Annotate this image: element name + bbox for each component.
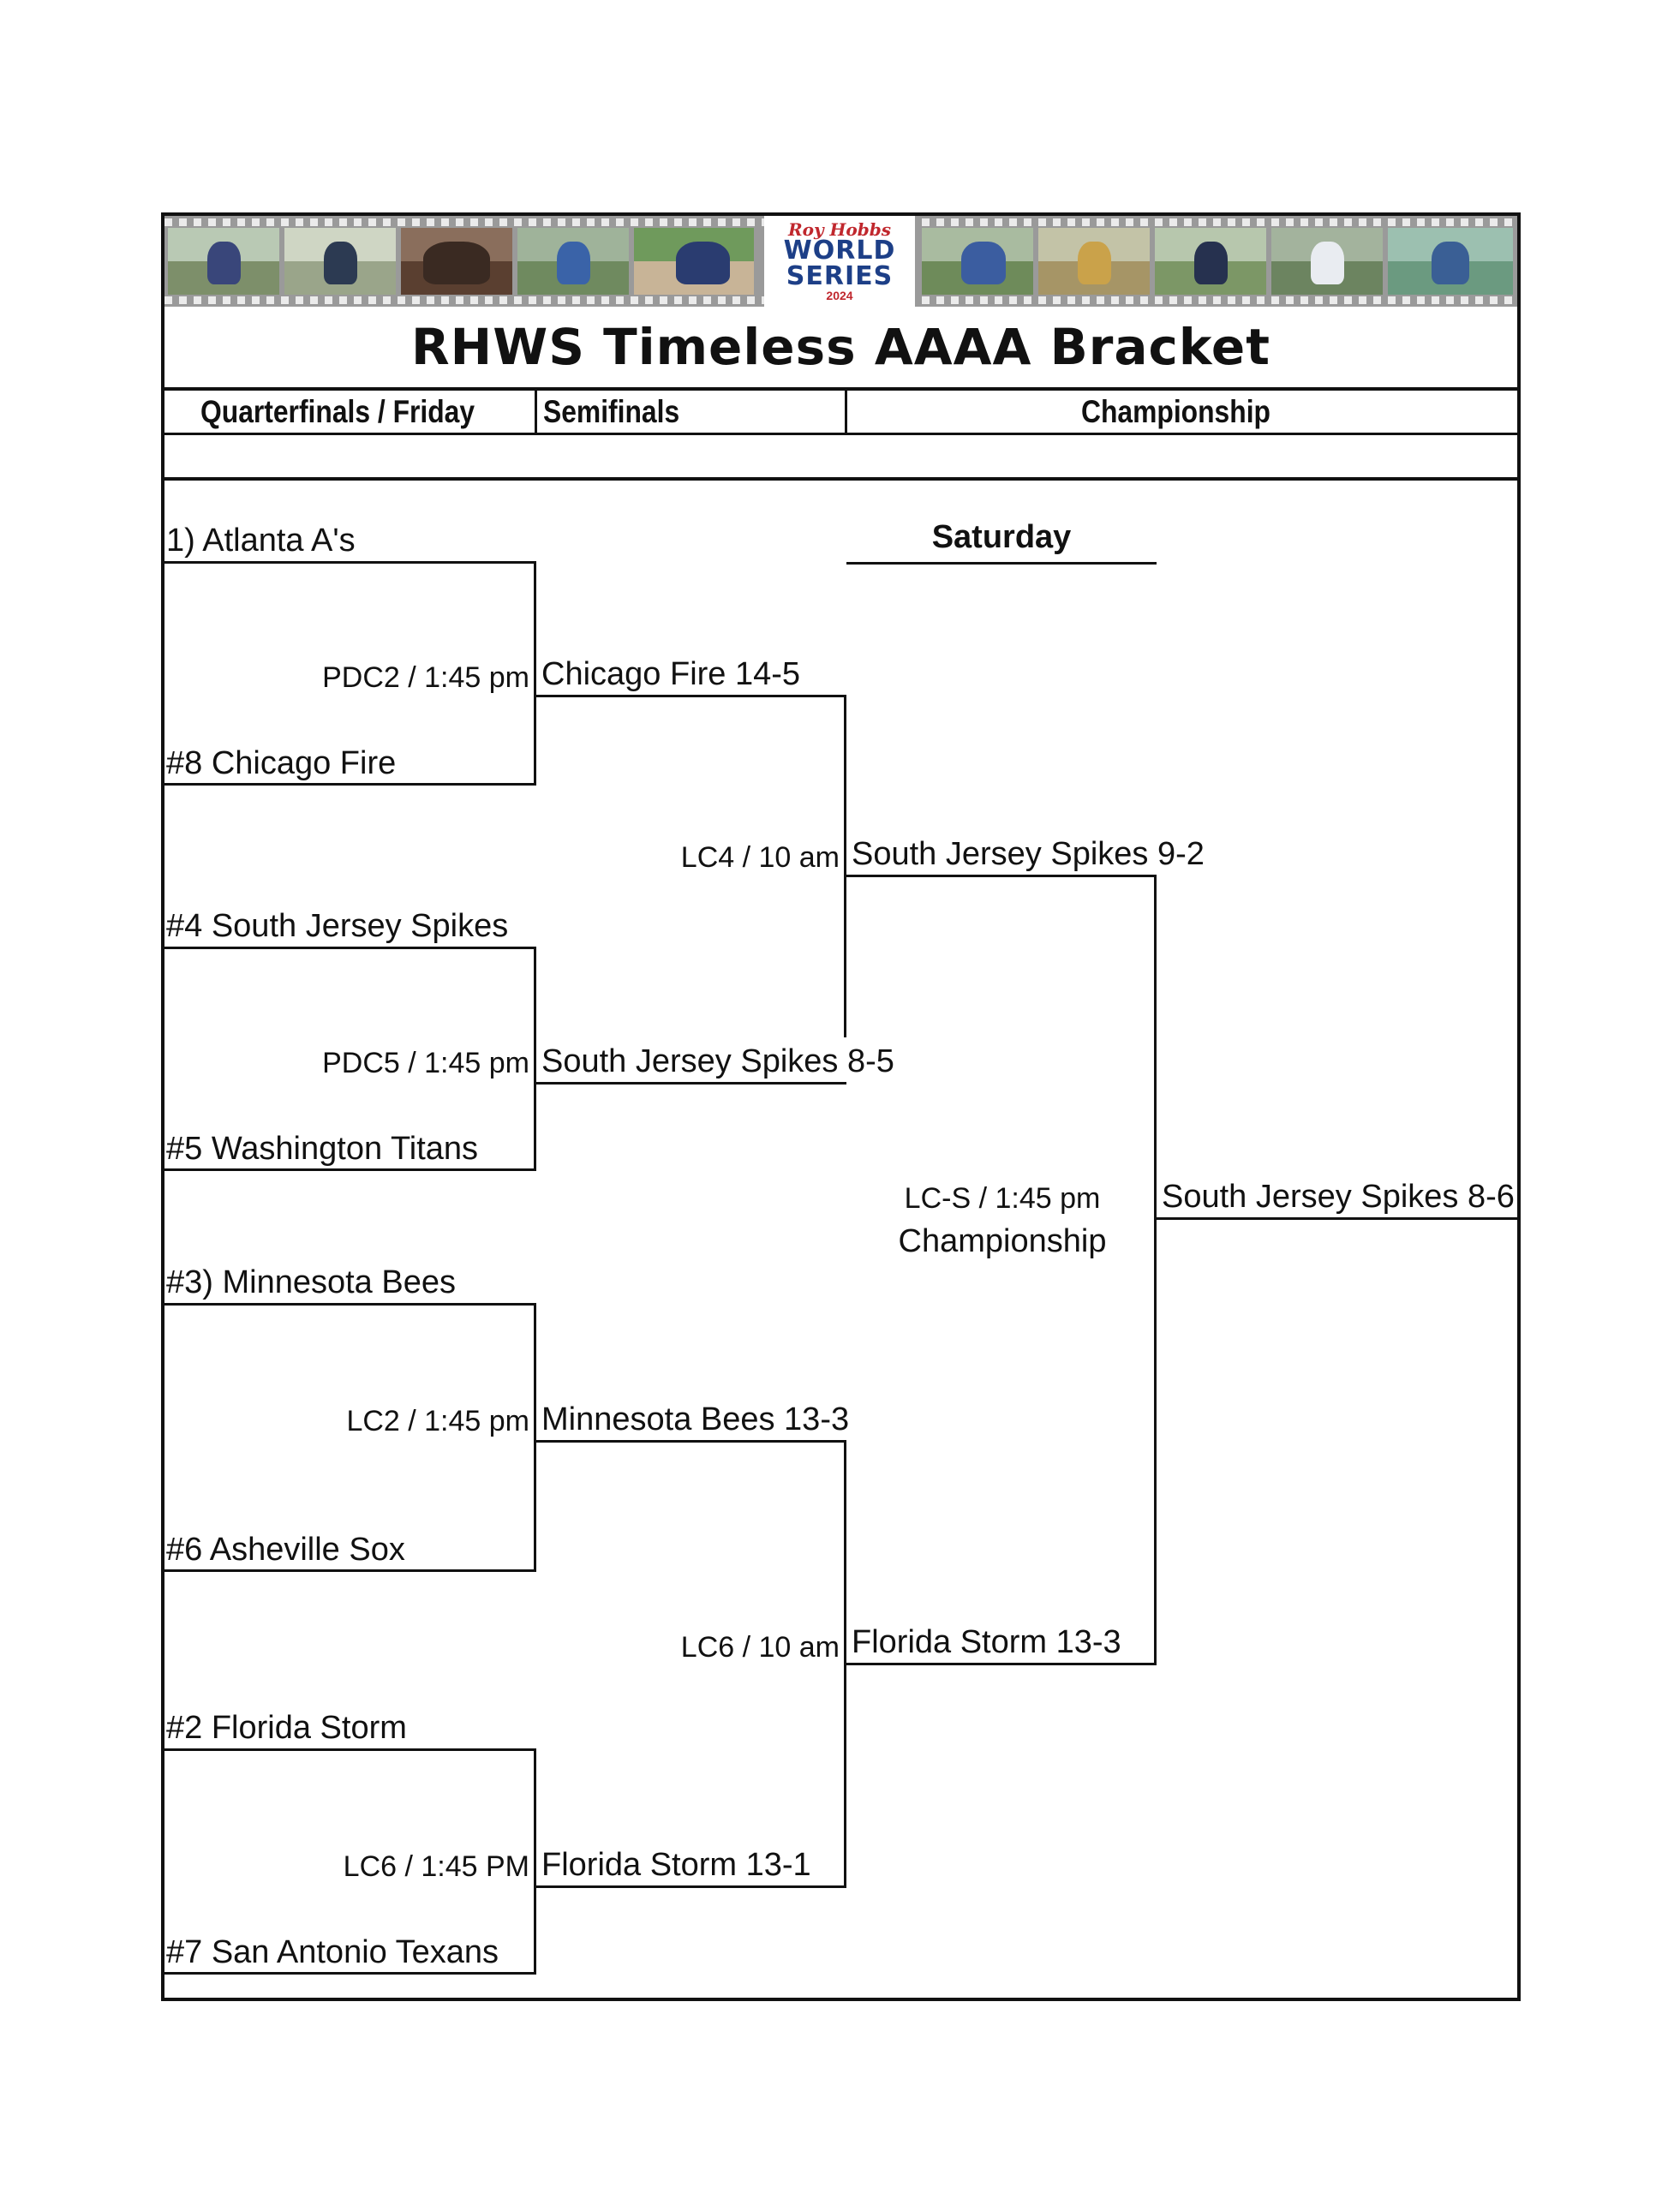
banner-photo-team-celebration (401, 228, 512, 295)
page-title: RHWS Timeless AAAA Bracket (411, 318, 1270, 376)
qf1-connector (534, 561, 536, 786)
qf3-bottom-team: #6 Asheville Sox (166, 1532, 405, 1568)
banner-photo-player-cap (1155, 228, 1266, 295)
qf4-connector (534, 1748, 536, 1975)
banner-photo-infielders (922, 228, 1033, 295)
sf2-top-line (535, 1440, 846, 1443)
header-quarterfinals: Quarterfinals / Friday (200, 394, 475, 429)
qf3-game-info: LC2 / 1:45 pm (346, 1405, 529, 1437)
qf4-bottom-team: #7 San Antonio Texans (166, 1934, 499, 1970)
sf2-bottom-line (535, 1885, 846, 1888)
qf4-top-team: #2 Florida Storm (166, 1710, 407, 1746)
sf2-bottom-winner: Florida Storm 13-1 (541, 1847, 811, 1883)
final-top-line (845, 875, 1157, 877)
qf2-top-team: #4 South Jersey Spikes (166, 908, 509, 944)
qf2-bottom-team: #5 Washington Titans (166, 1131, 479, 1167)
sf1-top-winner: Chicago Fire 14-5 (541, 656, 801, 692)
champion-team: South Jersey Spikes 8-6 (1162, 1179, 1515, 1215)
header-divider (161, 433, 1521, 435)
saturday-underline (846, 562, 1157, 565)
qf1-game-info: PDC2 / 1:45 pm (322, 661, 529, 694)
final-top-team: South Jersey Spikes 9-2 (852, 836, 1205, 872)
qf3-top-line (164, 1303, 536, 1306)
final-game-name: Championship (898, 1223, 1107, 1259)
qf1-bottom-line (164, 783, 536, 786)
blank-row-divider (161, 477, 1521, 481)
header-col-divider-1 (535, 389, 537, 434)
banner-photo-player-portrait (284, 228, 396, 295)
champion-line (1155, 1217, 1517, 1220)
qf1-top-team: 1) Atlanta A's (166, 523, 356, 559)
header-col-divider-2 (845, 389, 847, 434)
banner-photo-pitcher (517, 228, 629, 295)
banner-photo-pitcher-white (1271, 228, 1383, 295)
qf2-bottom-line (164, 1168, 536, 1171)
banner-photo-batter (168, 228, 279, 295)
final-bottom-line (845, 1663, 1157, 1665)
qf1-bottom-team: #8 Chicago Fire (166, 745, 397, 781)
header-championship: Championship (1081, 394, 1270, 429)
final-game-info: LC-S / 1:45 pm (904, 1182, 1101, 1215)
bracket-frame (161, 212, 1521, 2001)
final-connector (1154, 875, 1157, 1665)
sf1-top-line (535, 695, 846, 697)
sf1-game-info: LC4 / 10 am (680, 841, 840, 874)
sf1-bottom-winner: South Jersey Spikes 8-5 (541, 1043, 894, 1079)
sf2-game-info: LC6 / 10 am (680, 1631, 840, 1664)
qf3-connector (534, 1303, 536, 1572)
qf1-top-line (164, 561, 536, 564)
banner-filmstrip: Roy Hobbs WORLD SERIES 2024 (164, 216, 1517, 307)
qf2-connector (534, 947, 536, 1171)
final-bottom-team: Florida Storm 13-3 (852, 1624, 1121, 1660)
qf3-bottom-line (164, 1569, 536, 1572)
qf3-top-team: #3) Minnesota Bees (166, 1264, 456, 1300)
sf2-top-winner: Minnesota Bees 13-3 (541, 1401, 850, 1437)
banner-photo-catcher (1038, 228, 1150, 295)
banner-photo-slide (634, 228, 754, 295)
qf2-game-info: PDC5 / 1:45 pm (322, 1047, 529, 1079)
banner-photo-fielder (1388, 228, 1513, 295)
qf4-top-line (164, 1748, 536, 1751)
world-series-logo: Roy Hobbs WORLD SERIES 2024 (764, 216, 915, 307)
header-semifinals: Semifinals (543, 394, 680, 429)
saturday-label: Saturday (931, 519, 1072, 555)
sf1-bottom-line (535, 1082, 846, 1085)
qf2-top-line (164, 947, 536, 949)
qf4-game-info: LC6 / 1:45 PM (343, 1850, 529, 1883)
title-divider (161, 387, 1521, 391)
qf4-bottom-line (164, 1972, 536, 1975)
sf1-connector (844, 695, 846, 1037)
